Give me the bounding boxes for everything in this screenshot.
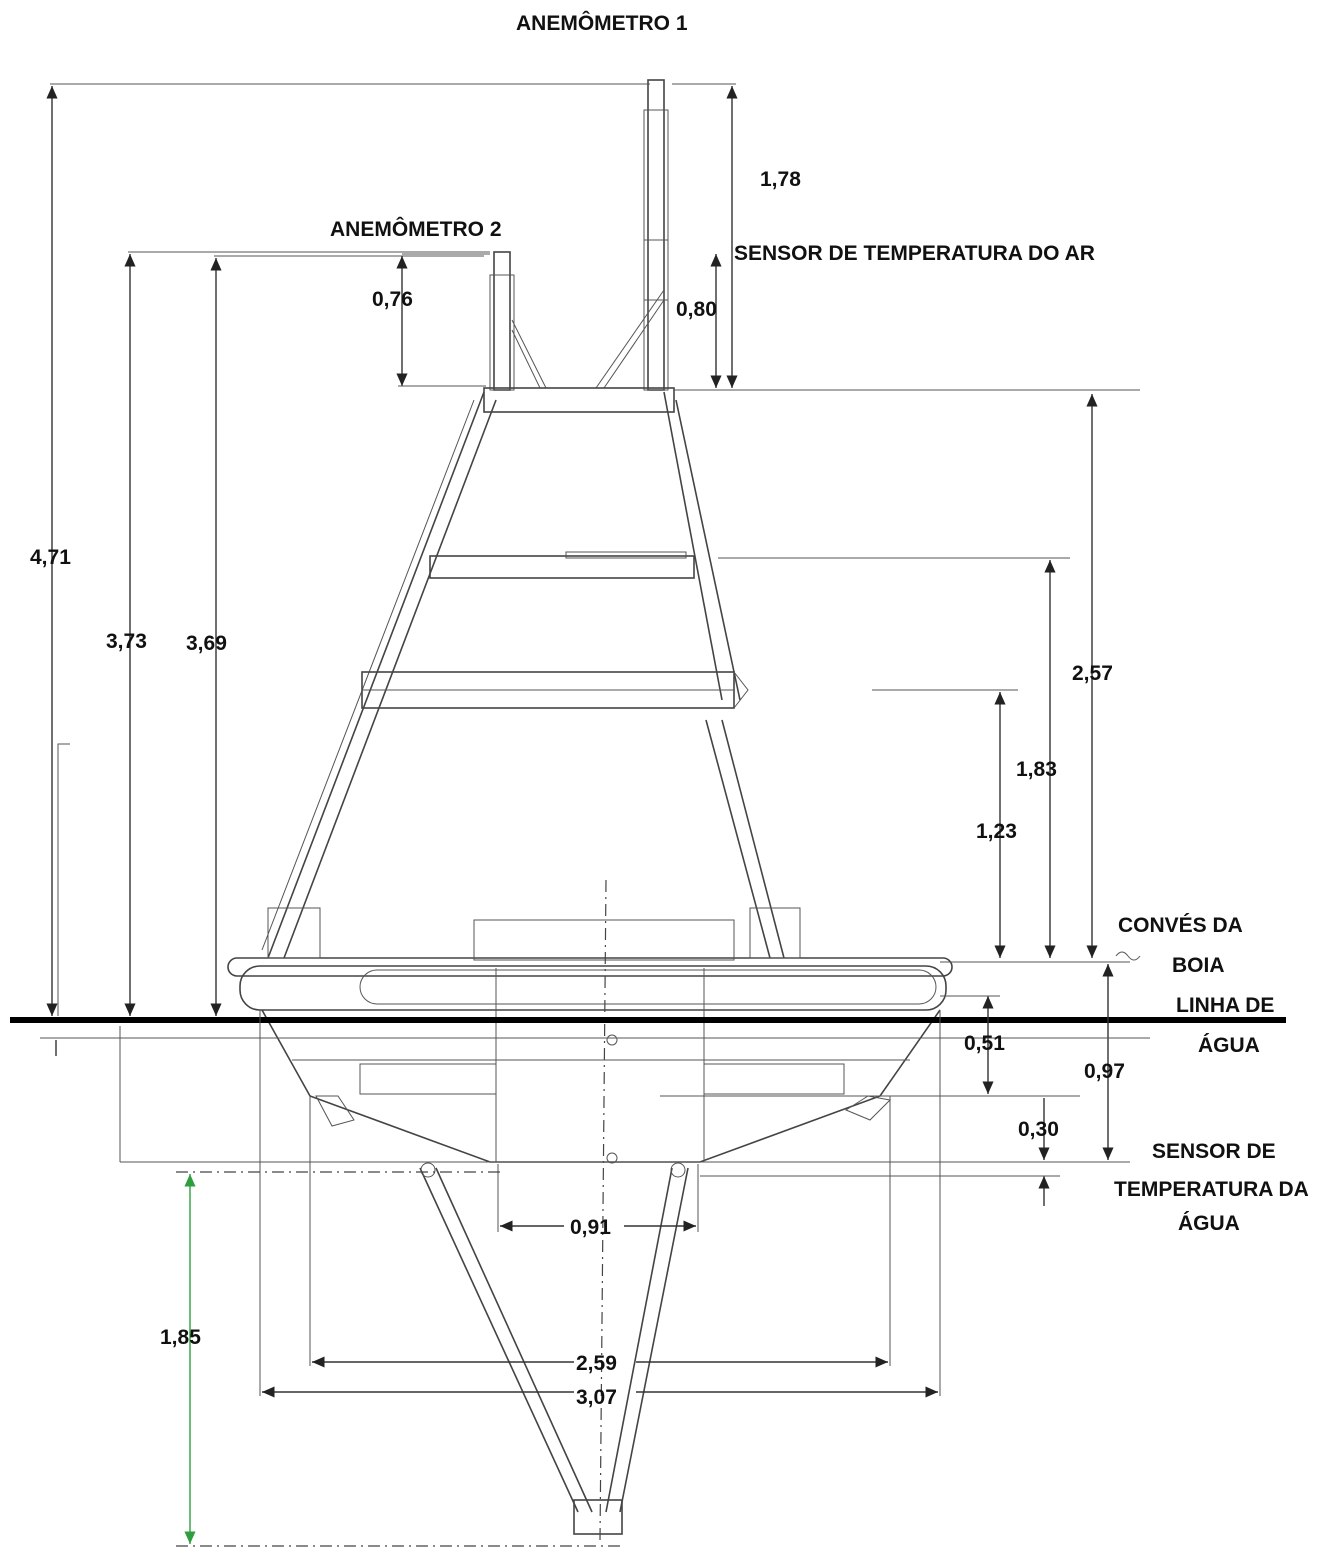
dim-tower-height: 2,57 xyxy=(1072,662,1113,685)
labels: ANEMÔMETRO 1 ANEMÔMETRO 2 SENSOR DE TEMP… xyxy=(330,11,1309,1235)
dim-bridle-length: 1,85 xyxy=(160,1326,201,1349)
deck-label-line2: BOIA xyxy=(1172,954,1225,977)
top-platform xyxy=(483,387,675,413)
dim-total-height: 4,71 xyxy=(30,546,71,569)
waterline-label-line1: LINHA DE xyxy=(1176,994,1274,1017)
tower-rings xyxy=(361,551,749,709)
dim-hull-width: 2,59 xyxy=(576,1352,617,1375)
dim-anemometer1-mast: 1,78 xyxy=(760,168,801,191)
dimension-lines xyxy=(40,83,1150,1547)
anemometer-2-label: ANEMÔMETRO 2 xyxy=(330,217,502,241)
water-temp-sensor-label-line1: SENSOR DE xyxy=(1152,1140,1276,1163)
deck-label-line1: CONVÉS DA xyxy=(1118,914,1243,937)
dim-freeboard: 0,51 xyxy=(964,1032,1005,1055)
anemometer-1-mast xyxy=(595,79,669,391)
air-temp-sensor-label: SENSOR DE TEMPERATURA DO AR xyxy=(734,242,1095,265)
bridle-legs xyxy=(419,879,689,1541)
water-temp-sensor-label-line2: TEMPERATURA DA xyxy=(1114,1178,1309,1201)
dim-air-sensor-mast: 0,80 xyxy=(676,298,717,321)
dim-draft: 0,97 xyxy=(1084,1060,1125,1083)
dim-anemometer2-height: 3,73 xyxy=(106,630,147,653)
tower-legs xyxy=(261,391,785,959)
anemometer-1-label: ANEMÔMETRO 1 xyxy=(516,11,688,35)
dim-deck-width: 3,07 xyxy=(576,1386,617,1409)
waterline-label-line2: ÁGUA xyxy=(1198,1034,1260,1057)
buoy-structure xyxy=(227,79,953,1541)
dimension-values: 4,71 3,73 3,69 1,78 0,76 0,80 2,57 1,83 … xyxy=(30,168,1125,1409)
dim-water-sensor-depth: 0,30 xyxy=(1018,1118,1059,1141)
dim-keel-width: 0,91 xyxy=(570,1216,611,1239)
dim-anemometer2-mast: 0,76 xyxy=(372,288,413,311)
anemometer-2-mast xyxy=(489,251,547,391)
dim-mid-ring: 1,83 xyxy=(1016,758,1057,781)
deck xyxy=(227,907,953,1011)
water-temp-sensor-label-line3: ÁGUA xyxy=(1178,1212,1240,1235)
dim-air-sensor-height: 3,69 xyxy=(186,632,227,655)
dim-lower-ring: 1,23 xyxy=(976,820,1017,843)
